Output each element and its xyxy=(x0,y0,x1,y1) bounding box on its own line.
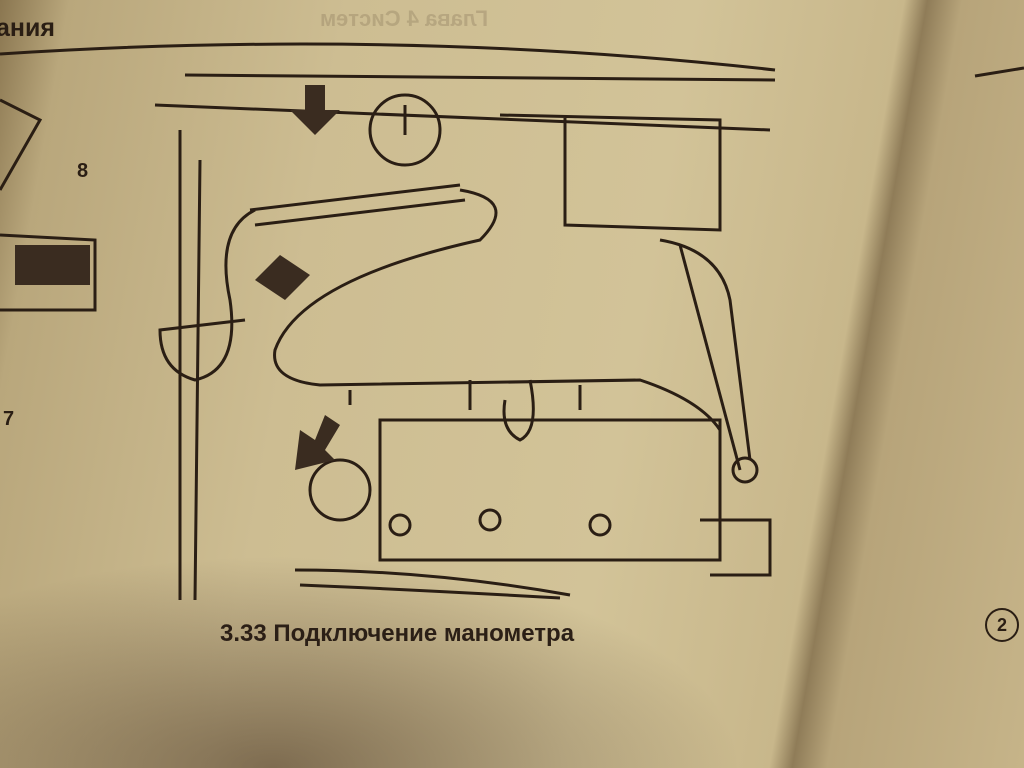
running-header: ания xyxy=(0,14,55,42)
figure-caption: 3.33 Подключение манометра xyxy=(220,620,575,647)
figure-label-7: 7 xyxy=(3,408,15,430)
figure-label-8: 8 xyxy=(77,160,89,182)
right-page-marker: 2 xyxy=(985,608,1019,642)
hand-shadow xyxy=(0,538,780,768)
